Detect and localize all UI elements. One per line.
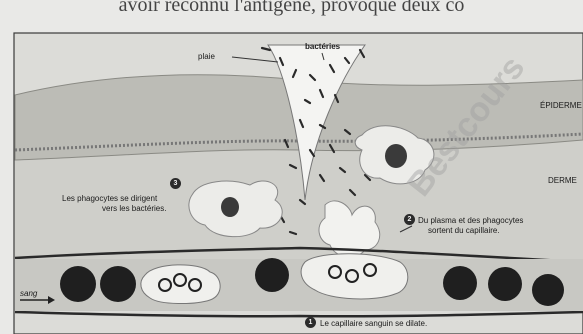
step1-text: Le capillaire sanguin se dilate. <box>320 319 427 328</box>
label-derme: DERME <box>548 176 577 185</box>
label-epiderme: ÉPIDERME <box>540 101 582 110</box>
step3-text-line1: Les phagocytes se dirigent <box>62 194 157 203</box>
phagocyte-in-capillary-left <box>141 265 220 304</box>
step2-number: 2 <box>404 214 415 225</box>
label-bacteries: bactéries <box>305 42 340 51</box>
step3-text-line2: vers les bactéries. <box>102 204 166 213</box>
label-sang: sang <box>20 289 37 298</box>
step2-text-line2: sortent du capillaire. <box>428 226 500 235</box>
step1-number: 1 <box>305 317 316 328</box>
step3-number: 3 <box>170 178 181 189</box>
label-plaie: plaie <box>198 52 215 61</box>
step2-text-line1: Du plasma et des phagocytes <box>418 216 523 225</box>
